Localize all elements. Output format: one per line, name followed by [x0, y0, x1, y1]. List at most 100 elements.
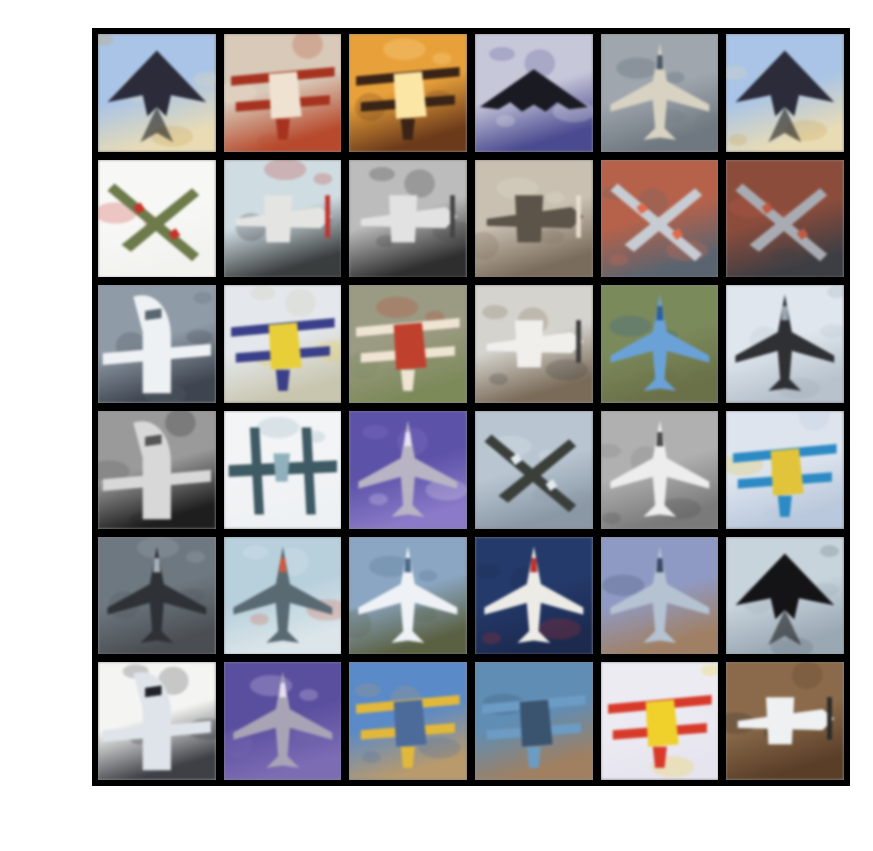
airplane-accent	[545, 479, 558, 492]
texture-blob	[98, 34, 114, 46]
airplane-plane	[358, 546, 458, 643]
airplane-photo	[474, 536, 593, 655]
airplane-accent	[324, 194, 330, 238]
texture-blob	[249, 613, 269, 625]
airplane-photo	[726, 410, 844, 529]
airplane-accent	[394, 699, 427, 748]
texture-blob	[242, 544, 269, 560]
airplane-image-grid	[92, 28, 850, 786]
texture-blob	[298, 689, 318, 702]
airplane-shadow	[768, 609, 802, 645]
airplane-accent	[278, 683, 287, 698]
airplane-plane	[610, 420, 709, 517]
airplane-plane	[358, 420, 458, 517]
airplane-accent	[781, 306, 789, 321]
airplane-photo	[349, 536, 467, 655]
airplane-photo	[600, 410, 719, 529]
airplane-plane	[107, 50, 207, 117]
texture-blob	[362, 751, 382, 764]
texture-blob	[545, 359, 588, 381]
tile-white-plane-front	[98, 662, 216, 780]
texture-blob	[665, 71, 685, 84]
airplane-photo	[474, 34, 593, 152]
airplane-photo	[600, 662, 719, 780]
tile-blue-jet-grass	[600, 285, 719, 403]
texture-blob	[482, 631, 501, 644]
tile-propeller-closeup	[223, 159, 342, 278]
tile-b17-red-sky	[600, 159, 719, 278]
airplane-plane	[735, 294, 835, 392]
airplane-photo	[98, 34, 216, 152]
tile-white-plane-dirt	[726, 662, 844, 780]
airplane-plane	[102, 469, 211, 492]
airplane-plane	[778, 495, 793, 517]
airplane-plane	[514, 194, 544, 243]
texture-blob	[418, 569, 438, 582]
texture-blob	[474, 231, 499, 260]
texture-blob	[608, 253, 628, 266]
texture-blob	[601, 512, 621, 524]
airplane-photo	[223, 285, 342, 403]
tile-white-airliner-nose	[98, 285, 216, 403]
airplane-plane	[610, 294, 709, 392]
texture-blob	[383, 38, 426, 60]
texture-blob	[489, 46, 515, 62]
airplane-plane	[624, 187, 702, 252]
airplane-accent	[268, 322, 302, 371]
tile-grayscale-fighter	[349, 159, 467, 278]
airplane-plane	[275, 370, 290, 392]
texture-blob	[256, 416, 299, 439]
airplane-plane	[263, 194, 292, 243]
texture-blob	[172, 256, 203, 278]
airplane-plane	[749, 187, 828, 252]
airplane-plane	[121, 187, 200, 252]
texture-blob	[369, 555, 412, 577]
airplane-accent	[145, 308, 162, 321]
airplane-accent	[510, 453, 523, 466]
texture-blob	[376, 234, 396, 247]
airplane-accent	[404, 432, 412, 447]
airplane-photo	[474, 662, 593, 780]
texture-blob	[693, 111, 719, 140]
airplane-accent	[655, 557, 664, 572]
texture-blob	[369, 493, 389, 506]
airplane-plane	[610, 546, 709, 643]
texture-blob	[820, 544, 840, 557]
tile-f15-desert	[600, 536, 719, 655]
tile-stealth-bomber-clouds	[474, 34, 593, 152]
airplane-accent	[404, 557, 412, 572]
texture-blob	[376, 297, 419, 319]
texture-blob	[756, 764, 783, 779]
tile-yellow-blue-biplane	[223, 285, 342, 403]
airplane-accent	[576, 194, 581, 238]
texture-blob	[362, 425, 389, 440]
airplane-plane	[498, 439, 577, 503]
texture-blob	[474, 563, 501, 578]
texture-blob	[726, 65, 748, 80]
tile-ww2-plane-airfield	[474, 159, 593, 278]
tile-grayscale-hangar	[98, 410, 216, 529]
tile-jet-formation-aerial	[600, 34, 719, 152]
texture-blob	[158, 667, 189, 696]
airplane-accent	[671, 227, 684, 240]
texture-blob	[496, 177, 539, 199]
airplane-accent	[655, 306, 664, 321]
airplane-accent	[645, 699, 679, 748]
tile-small-plane-parked	[474, 285, 593, 403]
airplane-plane	[401, 747, 416, 769]
tile-red-white-biplane-field	[349, 285, 467, 403]
airplane-plane	[233, 546, 332, 643]
tile-colorful-biplane-sky	[726, 410, 844, 529]
airplane-photo	[474, 410, 593, 529]
texture-blob	[615, 57, 659, 79]
airplane-plane	[766, 697, 795, 745]
tile-red-biplane-closeup	[223, 34, 342, 152]
airplane-photo	[98, 536, 216, 655]
texture-blob	[600, 443, 621, 459]
tile-p38-white-bg	[223, 410, 342, 529]
airplane-photo	[349, 662, 467, 780]
airplane-plane	[652, 747, 667, 769]
airplane-accent	[450, 194, 456, 238]
tile-biplane-sunset	[349, 34, 467, 152]
